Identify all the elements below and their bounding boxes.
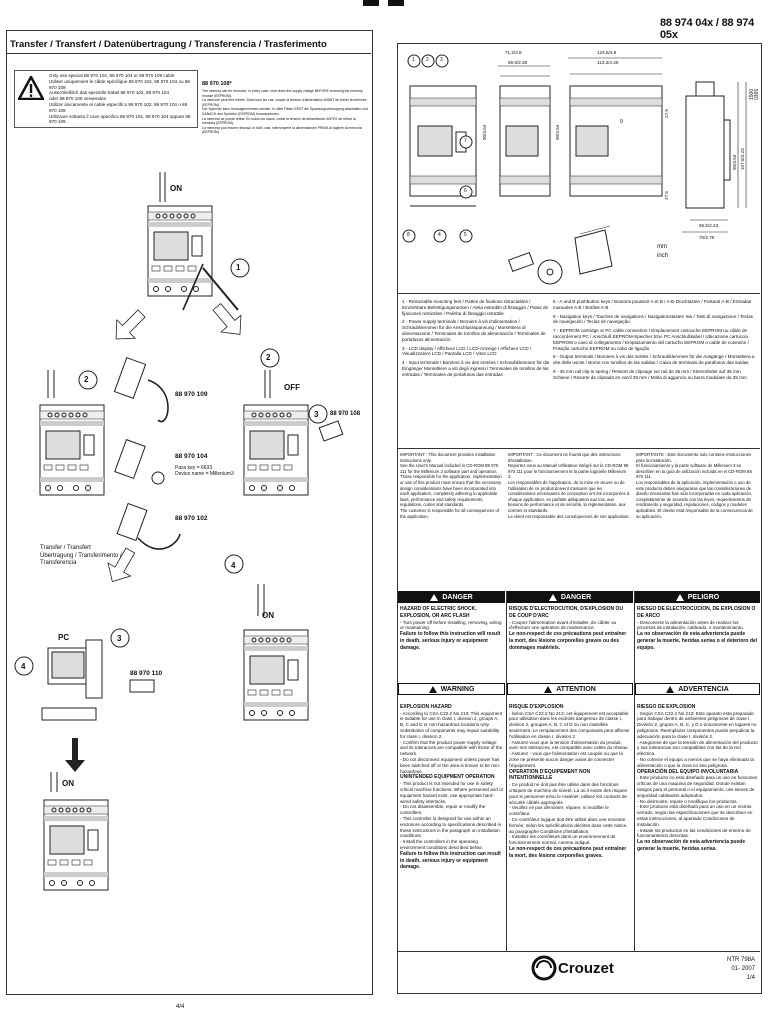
dimension-drawing: [402, 54, 747, 285]
col-divider-2: [634, 591, 635, 951]
warning-triangle-icon: [18, 76, 44, 100]
ref-88970108: 88 970 108: [330, 411, 361, 417]
dim-w2: 70/2.75: [699, 235, 715, 240]
callout-1: 1: [412, 57, 415, 63]
dim-v1: 27,5: [664, 109, 669, 118]
step-4-right: 4: [231, 561, 236, 570]
warning-band-es: ADVERTENCIA: [635, 683, 760, 695]
warning-triangle-icon: [430, 593, 439, 601]
important-en: IMPORTANT : This document provides insta…: [400, 452, 502, 519]
callout-3: 3: [440, 57, 443, 63]
important-es: IMPORTANTE : Este documento solo contien…: [636, 452, 753, 519]
step-3-right: 3: [314, 410, 319, 419]
ref-88970102: 88 970 102: [175, 515, 208, 522]
left-page-number: 4/4: [176, 1004, 185, 1010]
col-divider-1: [506, 591, 507, 951]
dim-d1: 71,2/2.8: [505, 50, 522, 55]
danger-en: HAZARD OF ELECTRIC SHOCK, EXPLOSION, OR …: [400, 606, 502, 651]
step-4-left: 4: [21, 662, 26, 671]
dim-d4: 113,3/4.46: [597, 60, 619, 65]
danger-es: RIESGO DE ELECTROCUCION, DE EXPLOSION O …: [637, 606, 758, 651]
dim-w1: 56,5/2.22: [699, 223, 719, 228]
ref-88970104: 88 970 104: [175, 453, 208, 460]
right-page-frame: [397, 43, 762, 994]
step-2-right: 2: [266, 353, 271, 362]
crouzet-logo-icon: [531, 955, 557, 981]
step-3-left: 3: [117, 634, 122, 643]
legend-divider: [398, 293, 760, 294]
dim-v2: 27,5: [664, 191, 669, 200]
danger-band-fr: DANGER: [507, 591, 633, 603]
dim-d2: 59,9/2.35: [508, 60, 528, 65]
dim-d3: 124,6/4.9: [597, 50, 617, 55]
danger-fr: RISQUE D'ELECTROCUTION, D'EXPLOSION OU D…: [509, 606, 627, 651]
transfer-diagram: [14, 172, 344, 891]
ref-88970110: 88 970 110: [130, 670, 163, 677]
on-label-right: ON: [262, 611, 274, 620]
callout-9: 9: [620, 119, 623, 125]
warning-en: EXPLOSION HAZARD- According to CSA C22.2…: [400, 703, 504, 871]
dim-side: 1500 0365: [749, 88, 760, 100]
left-page-title: Transfer / Transfert / Datenübertragung …: [10, 39, 327, 50]
on-label-bottom: ON: [62, 779, 74, 788]
dim-h1: 90/3.54: [482, 124, 487, 140]
legend-right: 5 - A and B pushbutton keys / Boutons po…: [553, 299, 755, 380]
callout-2: 2: [426, 57, 429, 63]
doc-footer: NTR 798A 01- 2007 1/4: [726, 957, 755, 981]
unit-inch: inch: [657, 253, 669, 259]
warning-band-en: WARNING: [398, 683, 505, 695]
step-2-left: 2: [84, 375, 89, 384]
callout-6: 6: [464, 188, 467, 194]
important-divider: [398, 448, 760, 449]
dim-h2: 90/3.54: [555, 124, 560, 140]
warning-triangle-icon: [675, 593, 684, 601]
danger-band-es: PELIGRO: [635, 591, 760, 603]
legend-left: 1 - Retractable mounting feet / Pattes d…: [402, 299, 550, 377]
brand-name: Crouzet: [558, 960, 614, 977]
off-label: OFF: [284, 383, 300, 392]
warning-triangle-icon: [544, 685, 553, 693]
step-1: 1: [236, 263, 241, 272]
important-fr: IMPORTANT : Ce document ne fournit que d…: [508, 452, 630, 519]
transfer-caption: Transfer / Transfert Übertragung / Trans…: [40, 545, 122, 566]
pc-label: PC: [58, 633, 70, 642]
memory-ref: 88 970 108*: [202, 81, 232, 87]
callout-7: 7: [464, 138, 467, 144]
callout-5: 5: [464, 232, 467, 238]
ref-88970109: 88 970 109: [175, 391, 208, 398]
warning-triangle-icon: [428, 685, 437, 693]
title-divider: [7, 53, 371, 54]
model-header: 88 974 04x / 88 974 05x: [660, 17, 755, 41]
ref-88970104-device: Device name = Millenium3: [175, 471, 234, 477]
top-bar-left: [363, 0, 379, 6]
warning-triangle-icon: [548, 593, 557, 601]
callout-8: 8: [407, 232, 410, 238]
warning-fr: RISQUE D'EXPLOSION- Selon CSA C22.2 No 2…: [509, 703, 630, 859]
unit-mm: mm: [657, 244, 667, 250]
left-page-frame: [6, 30, 373, 995]
warning-triangle-icon: [666, 685, 675, 693]
warning-bottom-line: [398, 951, 760, 952]
warning-band-fr: ATTENTION: [507, 683, 633, 695]
cable-notice-text: Only use special 88 970 102, 88 970 104 …: [49, 73, 191, 125]
dim-h4: 90/3.54: [732, 154, 737, 170]
cable-notice-box: [14, 70, 198, 128]
callout-4: 4: [438, 232, 441, 238]
danger-band-en: DANGER: [398, 591, 505, 603]
warning-es: RIESGO DE EXPLOSION- Según CSA C22.2 No …: [637, 703, 758, 852]
top-bar-right: [388, 0, 404, 6]
dim-h3: 107.6/4.23: [740, 148, 745, 170]
memory-text: The memory can be removed. In every case…: [202, 89, 368, 135]
on-label-top: ON: [170, 184, 182, 193]
ref-88970104-pass: Pass key = 6633: [175, 465, 213, 471]
